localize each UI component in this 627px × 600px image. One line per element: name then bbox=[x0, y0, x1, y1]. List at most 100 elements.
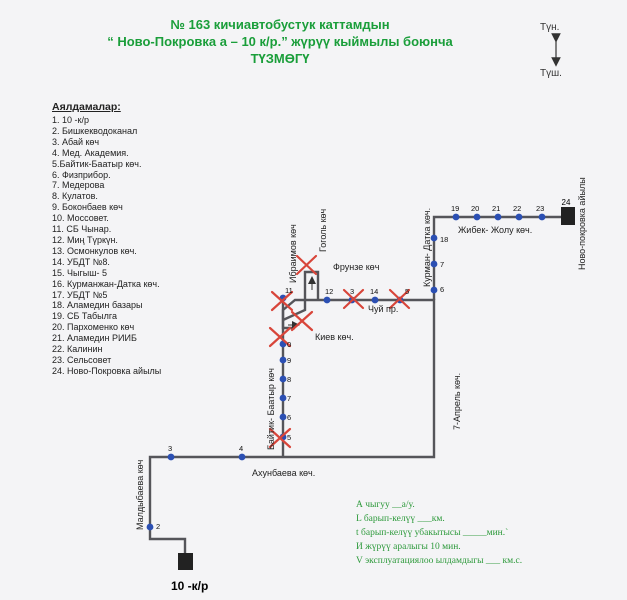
list-item: 5.Байтик-Баатыр көч. bbox=[52, 158, 142, 169]
stop-number: 3 bbox=[168, 444, 172, 453]
list-item: 15. Чыгыш- 5 bbox=[52, 267, 107, 278]
list-item: 3. Абай көч bbox=[52, 136, 100, 147]
stop-dot bbox=[279, 394, 287, 402]
list-item: 17. УБДТ №5 bbox=[52, 289, 108, 300]
list-item: 24. Ново-Покровка айылы bbox=[52, 365, 162, 376]
title-line-2: “ Ново-Покровка а – 10 к/р.” жүрүү кыймы… bbox=[107, 34, 453, 49]
stop-number: 5 bbox=[405, 287, 409, 296]
list-item: 14. УБДТ №8. bbox=[52, 256, 110, 267]
list-item: 18. Аламедин базары bbox=[52, 300, 143, 311]
street-label-ibraimova: Ибраимов көч bbox=[288, 224, 298, 283]
stop-number: 6 bbox=[287, 413, 291, 422]
title-line-1: № 163 кичиавтобустук каттамдын bbox=[170, 17, 390, 32]
street-label-maldybaeva: Малдыбаева көч bbox=[135, 459, 145, 530]
stop-dot bbox=[238, 453, 246, 461]
list-item: 9. Боконбаев көч bbox=[52, 202, 123, 213]
stop-number: 20 bbox=[471, 204, 479, 213]
route-line-kiev bbox=[282, 300, 307, 322]
list-item: 11. СБ Чынар. bbox=[52, 224, 112, 235]
street-label-baytik: Байтик- Баатыр көч bbox=[266, 368, 276, 450]
list-item: 12. Миң Түркүн. bbox=[52, 234, 118, 245]
stop-dot bbox=[146, 523, 154, 531]
street-label-novopokrovka: Ново-покровка айылы bbox=[577, 177, 587, 270]
list-item: 16. Курманжан-Датка көч. bbox=[52, 278, 160, 289]
cross-icon bbox=[388, 288, 411, 310]
cross-icon bbox=[268, 427, 292, 449]
list-item: 7. Медерова bbox=[52, 180, 105, 191]
list-item: 10. Моссовет. bbox=[52, 213, 109, 224]
stop-number: 9 bbox=[287, 356, 291, 365]
terminal-end-number: 24 bbox=[562, 198, 571, 207]
route-line-maldybaeva bbox=[148, 455, 283, 553]
stop-dot bbox=[515, 213, 523, 221]
list-item: 23. Сельсовет bbox=[52, 354, 112, 365]
stop-number: 18 bbox=[440, 235, 448, 244]
stop-number: 5 bbox=[287, 433, 291, 442]
title-line-3: ТҮЗМӨГҮ bbox=[250, 51, 310, 66]
south-label: Түш. bbox=[540, 68, 562, 79]
info-line: V эксплуатациялоо ылдамдыгы ___ км.с. bbox=[356, 556, 523, 566]
street-label-frunze: Фрунзе көч bbox=[333, 262, 380, 272]
stop-number: 11 bbox=[285, 286, 293, 295]
stop-dot bbox=[473, 213, 481, 221]
stop-dot bbox=[371, 296, 379, 304]
stop-number: 12 bbox=[325, 287, 333, 296]
list-item: 1. 10 -к/р bbox=[52, 115, 89, 125]
stop-number: 0 bbox=[287, 340, 291, 349]
street-labels: Ахунбаева көч. Фрунзе көч Киев көч. Чуй … bbox=[135, 177, 587, 530]
stop-number: 7 bbox=[287, 394, 291, 403]
cross-icon bbox=[270, 290, 294, 312]
list-item: 6. Физприбор. bbox=[52, 169, 111, 180]
list-item: 20. Пархоменко көч bbox=[52, 322, 135, 333]
stop-numbers: 2 3 4 5 6 7 8 9 0 11 12 3 14 5 6 7 18 19… bbox=[156, 204, 544, 531]
stop-dot bbox=[538, 213, 546, 221]
stop-number: 23 bbox=[536, 204, 544, 213]
stop-dot bbox=[279, 375, 287, 383]
closed-stops bbox=[268, 254, 411, 449]
cross-icon bbox=[290, 310, 314, 332]
stop-number: 22 bbox=[513, 204, 521, 213]
route-line-gogol bbox=[303, 270, 320, 300]
stop-number: 21 bbox=[492, 204, 500, 213]
street-label-gogol: Гоголь көч bbox=[318, 208, 328, 252]
stop-dot bbox=[430, 260, 438, 268]
info-line: L барып-келүү ___км. bbox=[356, 514, 445, 524]
stop-dot bbox=[452, 213, 460, 221]
info-line: А чыгуу __а/у. bbox=[356, 500, 415, 510]
stop-number: 8 bbox=[287, 375, 291, 384]
stop-number: 3 bbox=[350, 287, 354, 296]
street-label-kurmanjan: Курман- Датка көч. bbox=[422, 208, 432, 287]
stops-list: 1. 10 -к/р 2. Бишкекводоканал 3. Абай кө… bbox=[52, 115, 161, 377]
route-info: А чыгуу __а/у. L барып-келүү ___км. t ба… bbox=[356, 498, 522, 568]
stop-dot bbox=[430, 234, 438, 242]
list-item: 21. Аламедин РИИБ bbox=[52, 333, 137, 344]
cross-icon bbox=[295, 254, 318, 276]
cross-icon bbox=[268, 326, 292, 348]
stop-number: 2 bbox=[156, 522, 160, 531]
terminal-end-icon bbox=[561, 207, 575, 225]
list-item: 13. Осмонкулов көч. bbox=[52, 245, 137, 256]
info-line: И жүрүү аралыгы 10 мин. bbox=[356, 542, 461, 552]
stop-dot bbox=[279, 356, 287, 364]
terminal-start-icon bbox=[178, 553, 193, 570]
cross-icon bbox=[342, 288, 365, 310]
route-line-jibek bbox=[432, 215, 568, 300]
list-item: 19. СБ Табылга bbox=[52, 311, 117, 322]
stop-number: 19 bbox=[451, 204, 459, 213]
stop-number: 14 bbox=[370, 287, 378, 296]
street-label-chuy: Чуй пр. bbox=[368, 304, 398, 314]
stops-title: Аялдамалар: bbox=[52, 101, 121, 113]
stop-dot bbox=[167, 453, 175, 461]
info-line: t барып-келүү убакытысы _____мин.` bbox=[356, 528, 509, 538]
list-item: 8. Кулатов. bbox=[52, 191, 98, 202]
stop-number: 4 bbox=[239, 444, 243, 453]
stop-number: 7 bbox=[440, 260, 444, 269]
list-item: 4. Мед. Академия. bbox=[52, 147, 129, 158]
stop-dot bbox=[494, 213, 502, 221]
stop-dot bbox=[430, 286, 438, 294]
stop-dot bbox=[323, 296, 331, 304]
street-label-april7: 7-Апрель көч. bbox=[452, 373, 462, 430]
street-label-jibek: Жибек- Жолу көч. bbox=[458, 225, 532, 235]
